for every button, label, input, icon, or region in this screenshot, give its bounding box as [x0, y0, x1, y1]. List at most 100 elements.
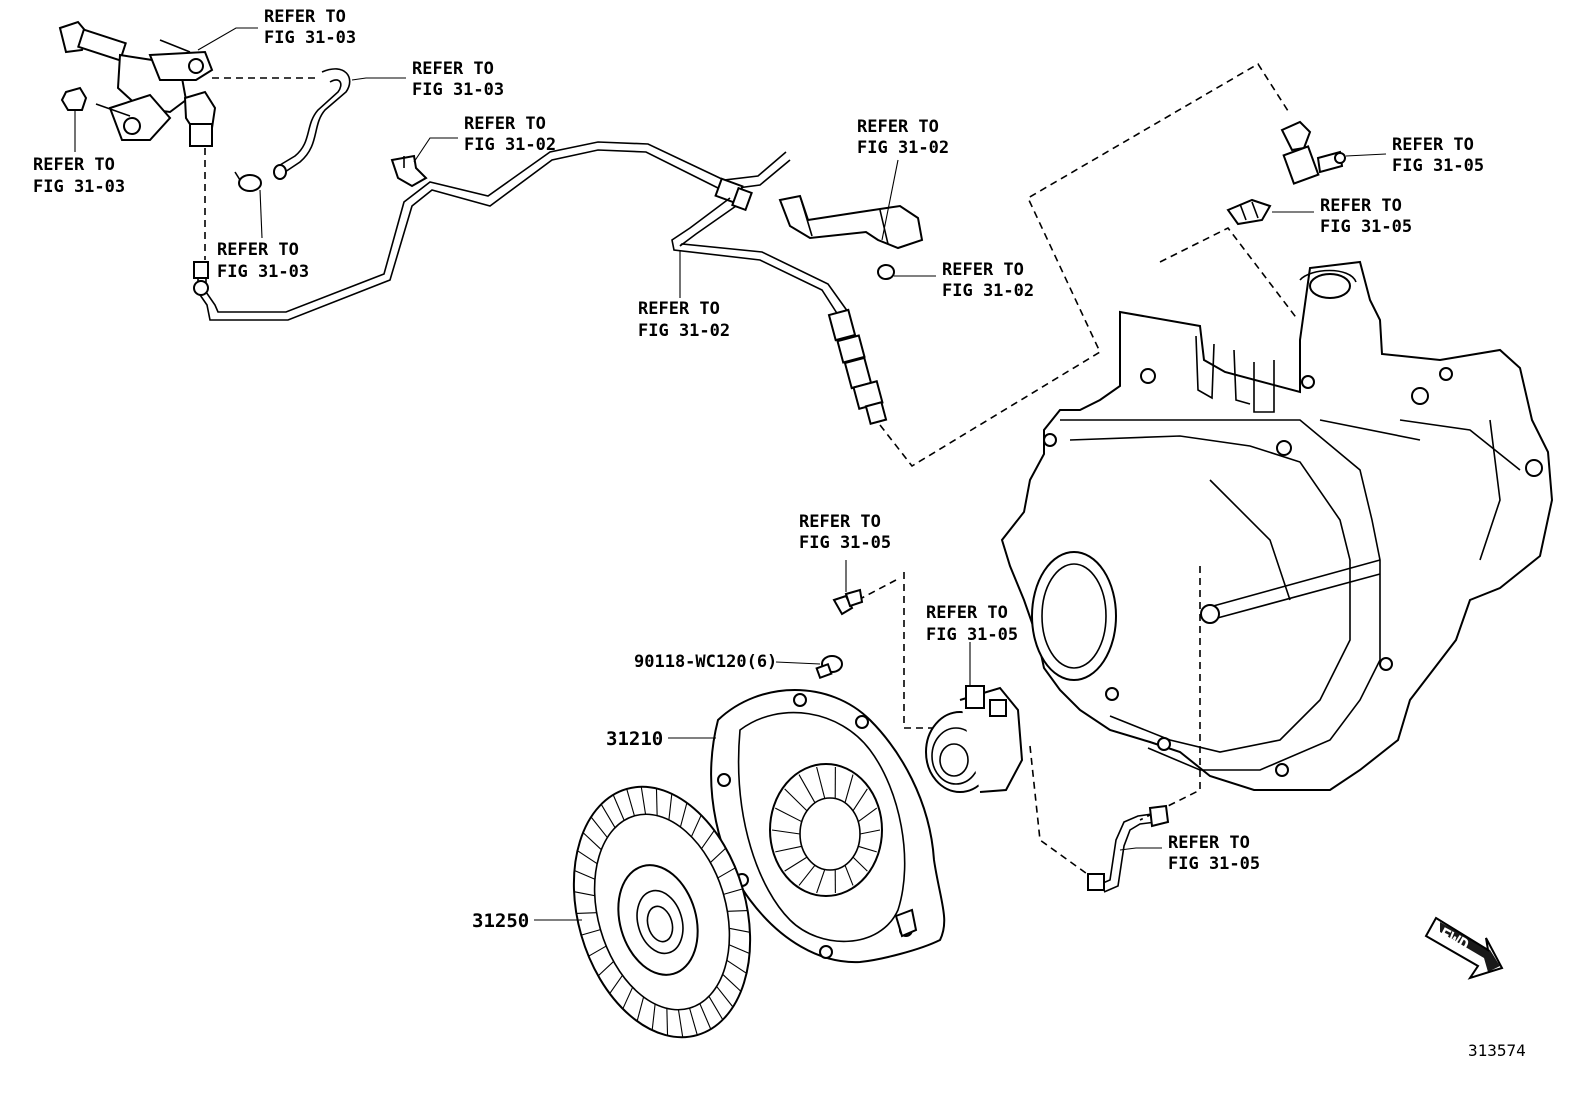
diaphragm-finger-line: [852, 788, 868, 812]
callout-c9: REFER TO FIG 31-05: [1345, 135, 1484, 176]
part-label-bolt: 90118-WC120(6): [634, 652, 821, 672]
disc-segment-line: [729, 927, 751, 933]
callout-c8-line2: FIG 31-02: [942, 281, 1034, 301]
callout-c12-line1: REFER TO: [926, 603, 1008, 623]
clutch-disc: [572, 785, 752, 1039]
disc-segment-line: [574, 870, 596, 880]
callout-c10: REFER TO FIG 31-05: [1272, 196, 1412, 237]
diaphragm-finger-line: [784, 788, 808, 812]
diaphragm-finger-line: [798, 864, 816, 886]
disc-segment-line: [699, 1003, 712, 1030]
disc-segment-line: [679, 802, 688, 828]
hose-clip: [234, 171, 262, 192]
disc-segment-line: [710, 847, 727, 863]
fwd-arrow-icon: FWD: [1424, 916, 1504, 980]
disc-segment-line: [597, 961, 614, 977]
diaphragm-finger-line: [775, 845, 802, 853]
callout-c2: REFER TO FIG 31-03: [351, 59, 504, 100]
clutch-cover: [710, 689, 946, 964]
part-label-clutch-disc: 31250: [472, 910, 582, 932]
disc-segment-line: [581, 929, 601, 936]
callout-c6: REFER TO FIG 31-02: [857, 117, 949, 241]
diaphragm-finger-line: [844, 864, 854, 886]
callout-c1: REFER TO FIG 31-03: [197, 7, 356, 51]
hose-bracket: [778, 194, 924, 280]
reservoir-hose: [273, 68, 351, 180]
callout-c8-line1: REFER TO: [942, 260, 1024, 280]
disc-segment-line: [651, 1004, 656, 1031]
callout-c1-line1: REFER TO: [264, 7, 346, 27]
callout-c2-line2: FIG 31-03: [412, 80, 504, 100]
callout-c5-line2: FIG 31-02: [464, 135, 556, 155]
disc-segment-line: [640, 786, 647, 815]
disc-segment-line: [600, 804, 616, 828]
disc-segment-line: [690, 814, 702, 837]
disc-segment-line: [655, 788, 658, 816]
callout-c8: REFER TO FIG 31-02: [894, 260, 1034, 301]
disc-segment-line: [573, 891, 595, 897]
disc-segment-line: [590, 816, 608, 838]
callout-c5-line1: REFER TO: [464, 114, 546, 134]
disc-segment-line: [582, 832, 602, 851]
callout-c13: REFER TO FIG 31-05: [1119, 833, 1260, 874]
callout-c12: REFER TO FIG 31-05: [926, 603, 1018, 686]
disc-segment-line: [626, 788, 635, 817]
disc-segment-line: [728, 944, 750, 954]
disc-segment-line: [701, 830, 715, 849]
part-number-90118: 90118-WC120(6): [634, 652, 777, 672]
disc-segment-line: [576, 912, 597, 914]
callout-c5: REFER TO FIG 31-02: [413, 114, 556, 163]
diaphragm-finger-line: [859, 829, 881, 835]
callout-c4: REFER TO FIG 31-03: [33, 110, 125, 197]
disc-segment-line: [716, 986, 734, 1008]
disc-segment-line: [708, 996, 724, 1020]
diaphragm-finger-line: [844, 774, 854, 803]
callout-c7-line1: REFER TO: [638, 299, 720, 319]
disc-segment-line: [723, 888, 743, 895]
callout-c11-line2: FIG 31-05: [799, 533, 891, 553]
clutch-line-tube: [193, 141, 791, 321]
disc-segment-line: [577, 850, 598, 865]
callout-c10-line2: FIG 31-05: [1320, 217, 1412, 237]
part-number-31250: 31250: [472, 910, 529, 932]
disc-segment-line: [636, 996, 645, 1022]
disc-segment-line: [612, 794, 625, 821]
transmission-case: [1000, 260, 1554, 791]
callout-c9-line2: FIG 31-05: [1392, 156, 1484, 176]
callout-c10-line1: REFER TO: [1320, 196, 1402, 216]
transmission-bolt: [832, 560, 864, 616]
callout-c3-line2: FIG 31-03: [217, 262, 309, 282]
diaphragm-finger-line: [852, 856, 868, 872]
part-number-31210: 31210: [606, 728, 663, 750]
part-label-clutch-cover: 31210: [606, 728, 716, 750]
callout-c4-line2: FIG 31-03: [33, 177, 125, 197]
callout-c7-line2: FIG 31-02: [638, 321, 730, 341]
callout-c13-line2: FIG 31-05: [1168, 854, 1260, 874]
diaphragm-finger-line: [816, 766, 826, 799]
disc-segment-line: [622, 987, 634, 1010]
diaphragm-finger-line: [784, 856, 808, 872]
callout-c4-line1: REFER TO: [33, 155, 115, 175]
callout-c11-line1: REFER TO: [799, 512, 881, 532]
diaphragm-finger-line: [816, 869, 826, 894]
diaphragm-finger-line: [798, 774, 816, 804]
disc-segment-line: [717, 867, 736, 879]
disc-segment-line: [588, 945, 607, 957]
callout-c2-line1: REFER TO: [412, 59, 494, 79]
disc-segment-line: [726, 959, 747, 974]
clutch-cover-bolt: [815, 655, 843, 680]
disc-segment-line: [722, 973, 742, 992]
illustration-id: 313574: [1468, 1041, 1526, 1060]
callout-c11: REFER TO FIG 31-05: [799, 512, 891, 553]
disc-segment-line: [689, 1007, 698, 1036]
callout-c12-line2: FIG 31-05: [926, 625, 1018, 645]
disc-segment-line: [668, 793, 673, 820]
callout-c9-line1: REFER TO: [1392, 135, 1474, 155]
callout-c1-line2: FIG 31-03: [264, 28, 356, 48]
callout-c6-line2: FIG 31-02: [857, 138, 949, 158]
clip-fitting: [1226, 198, 1272, 226]
callout-c6-line1: REFER TO: [857, 117, 939, 137]
disc-segment-line: [666, 1008, 669, 1036]
disc-segment-line: [609, 975, 623, 994]
